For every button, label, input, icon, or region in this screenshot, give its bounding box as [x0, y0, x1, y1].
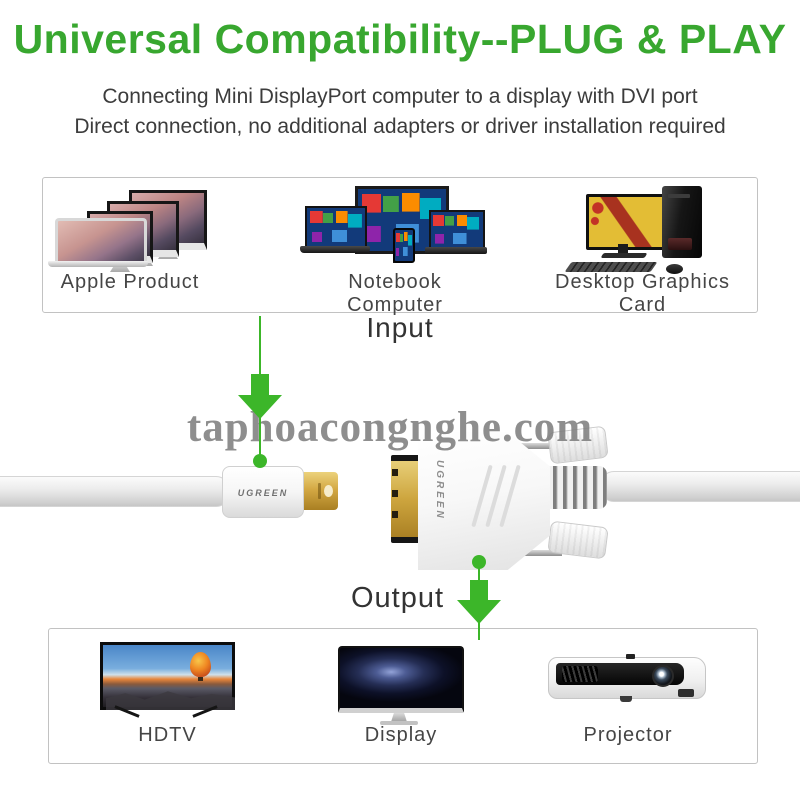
tv-screen-icon — [100, 642, 235, 710]
projector-button-icon — [626, 654, 635, 659]
input-arrow-down-icon — [238, 395, 282, 419]
cable-right-segment — [600, 471, 800, 502]
pc-mouse-icon — [666, 264, 683, 274]
output-arrow-down-icon — [457, 600, 501, 624]
projector-vent-icon — [562, 666, 598, 682]
input-label: Input — [366, 312, 434, 343]
mini-displayport-gold-plug — [302, 472, 338, 510]
projector-lens-icon — [652, 665, 674, 687]
input-connector-dot — [253, 454, 267, 468]
display-monitor-image — [336, 646, 466, 726]
laptop-base-icon — [300, 246, 370, 253]
phone-icon — [393, 228, 415, 263]
laptop-screen-icon — [429, 210, 485, 251]
plug-slot-detail — [318, 483, 321, 499]
output-arrow-stem — [470, 580, 488, 602]
thumbscrew-shaft — [518, 443, 562, 449]
display-screen-icon — [338, 646, 464, 713]
mini-displayport-connector: UGREEN — [222, 466, 304, 518]
pc-tower-icon — [662, 186, 702, 258]
dvi-strain-relief — [543, 466, 607, 509]
hot-air-balloon-icon — [190, 652, 211, 681]
pc-monitor-stand-icon — [618, 244, 628, 253]
ugreen-brand-label: UGREEN — [434, 460, 445, 521]
device-label-hdtv: HDTV — [138, 724, 197, 746]
plug-hole-detail — [324, 485, 333, 497]
cable-left-segment — [0, 476, 230, 507]
device-label-display: Display — [364, 724, 438, 746]
input-arrow-stem — [251, 374, 269, 397]
thumbscrew-shaft — [518, 550, 562, 556]
subtitle-line-1: Connecting Mini DisplayPort computer to … — [102, 85, 698, 108]
device-label-apple-product: Apple Product — [60, 271, 200, 293]
macbook-screen-icon — [55, 218, 147, 265]
page-title: Universal Compatibility--PLUG & PLAY — [13, 16, 787, 62]
ugreen-brand-label: UGREEN — [237, 488, 289, 498]
dvi-connector-body: UGREEN — [418, 432, 550, 570]
projector-image — [548, 653, 708, 705]
laptop-base-icon — [425, 247, 487, 254]
notebook-computers-image — [300, 186, 487, 270]
apple-products-image — [48, 190, 215, 270]
projector-side-tab-icon — [678, 689, 694, 697]
pc-monitor-base-icon — [600, 253, 648, 258]
display-stand-icon — [391, 713, 407, 722]
display-base-icon — [380, 721, 418, 725]
projector-foot-icon — [620, 696, 632, 702]
macbook-base-icon — [48, 261, 148, 267]
pc-monitor-icon — [586, 194, 666, 250]
dvi-pin — [392, 490, 398, 497]
device-label-desktop-graphics-card: Desktop Graphics Card — [555, 271, 730, 316]
dvi-thumbscrew — [547, 520, 609, 560]
device-label-projector: Projector — [583, 724, 673, 746]
laptop-screen-icon — [305, 206, 367, 250]
device-label-notebook-computer: Notebook Computer — [347, 271, 443, 316]
output-label: Output — [350, 582, 445, 614]
dvi-pin — [392, 469, 398, 476]
dvi-gold-pin-block — [391, 455, 420, 543]
dvi-pin — [392, 511, 398, 518]
hdtv-image — [100, 642, 235, 724]
desktop-pc-image — [550, 184, 730, 276]
subtitle-line-2: Direct connection, no additional adapter… — [74, 115, 726, 138]
